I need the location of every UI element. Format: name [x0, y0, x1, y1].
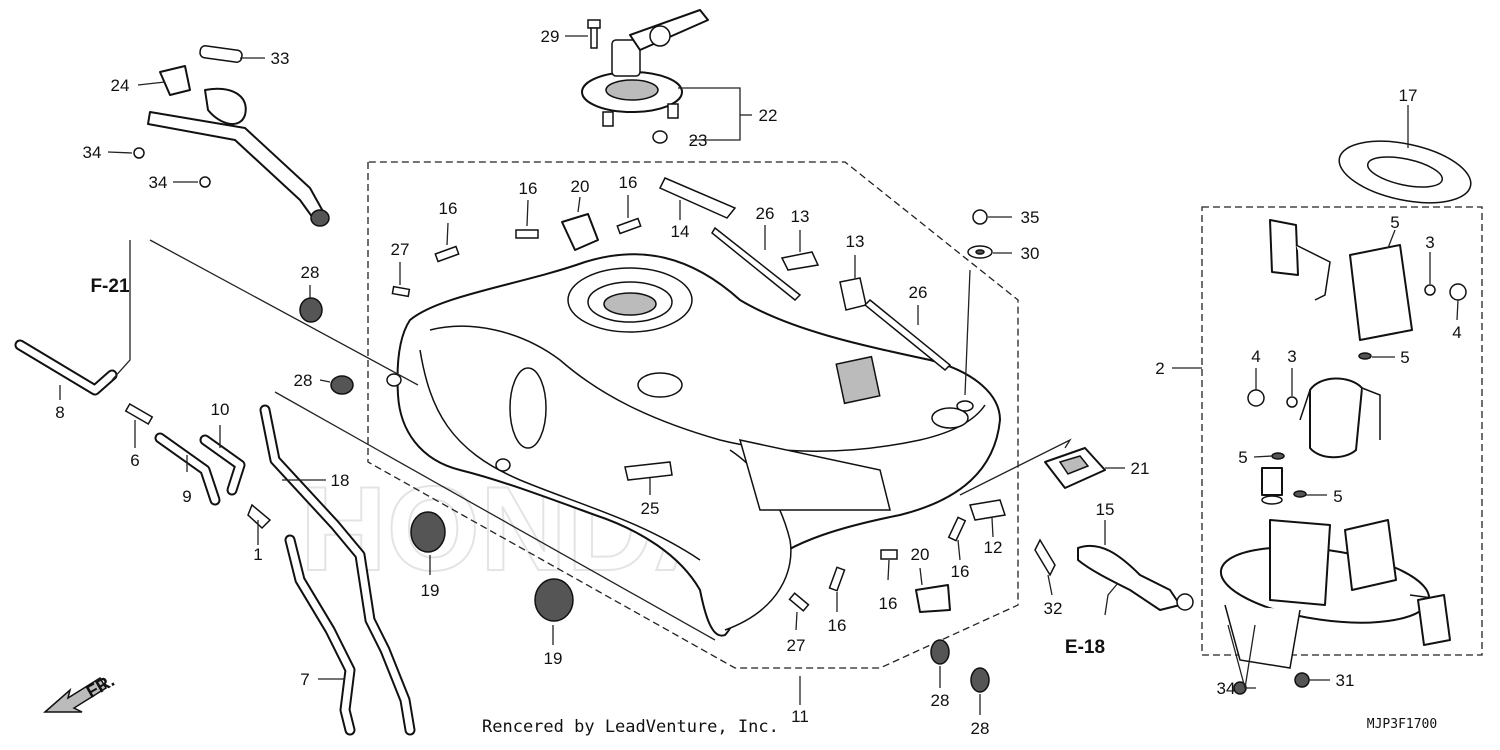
rubber-damper-19 [410, 511, 574, 622]
callout-7: 7 [300, 670, 309, 689]
bolt-35-washer-30 [967, 209, 993, 259]
callout-24: 24 [111, 76, 130, 95]
callout-34: 34 [149, 173, 168, 192]
callout-3: 3 [1425, 233, 1434, 252]
callout-3: 3 [1287, 347, 1296, 366]
credit-text: Rencered by LeadVenture, Inc. [482, 717, 779, 737]
callout-25: 25 [641, 499, 660, 518]
callout-15: 15 [1096, 500, 1115, 519]
callout-20: 20 [571, 177, 590, 196]
diagram-code: MJP3F1700 [1367, 717, 1437, 732]
fuel-level-sender [133, 45, 330, 227]
reference-e18: E-18 [1065, 637, 1105, 658]
callout-16: 16 [619, 173, 638, 192]
hose-9-10 [154, 432, 246, 506]
callout-13: 13 [791, 207, 810, 226]
callout-21: 21 [1131, 459, 1150, 478]
fuel-pump-unit [1219, 219, 1467, 695]
callout-5: 5 [1333, 487, 1342, 506]
callout-5: 5 [1390, 213, 1399, 232]
callout-11: 11 [791, 707, 809, 726]
fuel-pump-group-outline [1201, 206, 1483, 656]
front-direction-arrow: FR. [43, 670, 118, 713]
callout-5: 5 [1400, 348, 1409, 367]
callout-16: 16 [828, 616, 847, 635]
callout-30: 30 [1021, 244, 1040, 263]
callout-13: 13 [846, 232, 865, 251]
callout-16: 16 [519, 179, 538, 198]
fuel-tank [386, 253, 1001, 637]
callout-34: 34 [83, 143, 102, 162]
callout-23: 23 [689, 131, 708, 150]
callout-9: 9 [182, 487, 191, 506]
callout-14: 14 [671, 222, 690, 241]
fuel-cap-assembly [581, 9, 709, 144]
rubber-mount-28 [299, 297, 990, 693]
callout-17: 17 [1399, 86, 1418, 105]
callout-34: 34 [1217, 679, 1236, 698]
hose-8 [14, 339, 118, 396]
bolt-29 [587, 19, 601, 49]
callout-4: 4 [1251, 347, 1260, 366]
callout-35: 35 [1021, 208, 1040, 227]
joint-1 [247, 503, 272, 530]
callout-26: 26 [756, 204, 775, 223]
callout-28: 28 [931, 691, 950, 710]
callout-33: 33 [271, 49, 290, 68]
callout-20: 20 [911, 545, 930, 564]
callout-5: 5 [1238, 448, 1247, 467]
callout-28: 28 [294, 371, 313, 390]
callout-2: 2 [1155, 359, 1164, 378]
callout-16: 16 [879, 594, 898, 613]
fuel-cut-relay-21 [1044, 447, 1106, 489]
callout-31: 31 [1336, 671, 1355, 690]
clips [391, 217, 967, 612]
callout-19: 19 [421, 581, 440, 600]
callout-16: 16 [951, 562, 970, 581]
callout-22: 22 [759, 106, 778, 125]
callout-26: 26 [909, 283, 928, 302]
callout-29: 29 [541, 27, 560, 46]
callout-28: 28 [301, 263, 320, 282]
callout-32: 32 [1044, 599, 1063, 618]
callout-4: 4 [1452, 323, 1461, 342]
stickers [624, 177, 1006, 521]
bracket-20 [561, 213, 951, 613]
reference-f21: F-21 [90, 276, 130, 297]
hose-7 [284, 534, 356, 736]
callout-19: 19 [544, 649, 563, 668]
clip-6 [124, 403, 154, 425]
hose-18 [259, 404, 416, 736]
leader-lines [59, 35, 1459, 715]
callout-27: 27 [391, 240, 410, 259]
fuel-tank-group-outline [367, 161, 1019, 669]
callout-18: 18 [331, 471, 350, 490]
callout-labels: 1 2 3 3 4 4 5 5 5 5 6 7 8 9 10 11 12 13 … [55, 27, 1461, 738]
callout-6: 6 [130, 451, 139, 470]
callout-28: 28 [971, 719, 990, 738]
callout-1: 1 [253, 545, 262, 564]
callout-10: 10 [211, 400, 230, 419]
fuel-feed-hose-15 [1034, 538, 1194, 611]
callout-27: 27 [787, 636, 806, 655]
packing-17 [1338, 140, 1472, 204]
callout-12: 12 [984, 538, 1003, 557]
callout-16: 16 [439, 199, 458, 218]
callout-8: 8 [55, 403, 64, 422]
